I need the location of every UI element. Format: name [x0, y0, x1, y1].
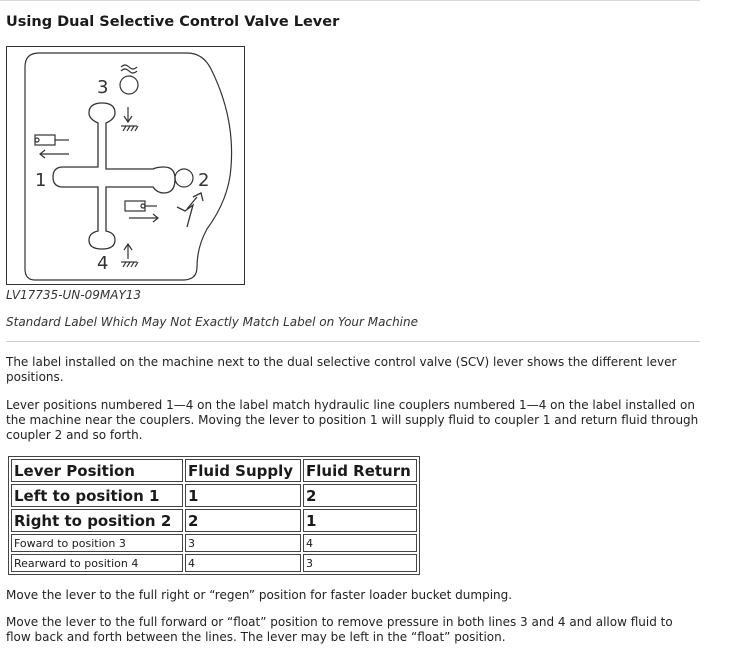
- lower-arrow-icon: [121, 107, 139, 132]
- figure-id: LV17735-UN-09MAY13: [6, 288, 142, 302]
- cylinder-extend-icon: [124, 200, 159, 223]
- lever-position-table: Lever Position Fluid Supply Fluid Return…: [8, 456, 420, 575]
- bucket-dump-icon: [176, 192, 204, 228]
- header-cell: Lever Position: [11, 459, 183, 482]
- table-cell: 3: [185, 534, 301, 552]
- position-1-label: 1: [35, 170, 46, 191]
- table-cell: Foward to position 3: [11, 534, 183, 552]
- page-title: Using Dual Selective Control Valve Lever: [6, 14, 340, 30]
- position-3-label: 3: [97, 77, 108, 98]
- position-2-circle: [174, 168, 194, 188]
- table-row: Left to position 1 1 2: [11, 484, 417, 507]
- table-header-row: Lever Position Fluid Supply Fluid Return: [11, 459, 417, 482]
- table-cell: 4: [303, 534, 417, 552]
- table-cell: 3: [303, 554, 417, 572]
- regen-paragraph: Move the lever to the full right or “reg…: [6, 588, 513, 602]
- header-cell: Fluid Supply: [185, 459, 301, 482]
- lever-gate: [52, 102, 176, 250]
- table-cell: 2: [185, 509, 301, 532]
- intro-paragraph: The label installed on the machine next …: [6, 355, 677, 384]
- header-cell: Fluid Return: [303, 459, 417, 482]
- table-cell: 2: [303, 484, 417, 507]
- position-2-label: 2: [198, 170, 209, 191]
- table-row: Rearward to position 4 4 3: [11, 554, 417, 572]
- top-divider: [0, 0, 700, 1]
- table-cell: 4: [185, 554, 301, 572]
- position-4-label: 4: [97, 253, 108, 274]
- section-divider: [6, 341, 700, 342]
- raise-arrow-icon: [121, 242, 139, 268]
- float-paragraph: Move the lever to the full forward or “f…: [6, 615, 673, 644]
- decal-outline: [24, 52, 233, 281]
- figure-caption: Standard Label Which May Not Exactly Mat…: [6, 315, 418, 329]
- table-cell: Left to position 1: [11, 484, 183, 507]
- table-cell: Right to position 2: [11, 509, 183, 532]
- position-3-circle: [119, 75, 139, 95]
- lever-label-figure: 3 1 2 4: [6, 46, 245, 285]
- float-wave-icon: [120, 64, 138, 70]
- table-row: Foward to position 3 3 4: [11, 534, 417, 552]
- lever-diagram: 3 1 2 4: [24, 52, 233, 281]
- table-cell: 1: [185, 484, 301, 507]
- table-row: Right to position 2 2 1: [11, 509, 417, 532]
- cylinder-retract-icon: [34, 134, 69, 159]
- table-cell: Rearward to position 4: [11, 554, 183, 572]
- coupler-paragraph: Lever positions numbered 1—4 on the labe…: [6, 398, 699, 442]
- table-cell: 1: [303, 509, 417, 532]
